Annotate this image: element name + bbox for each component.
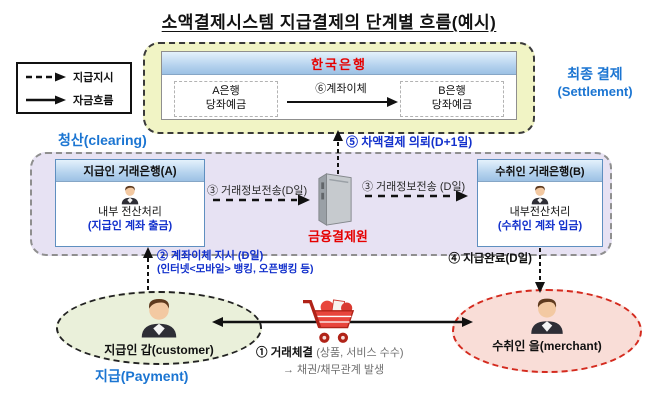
bank-a-deposit: 당좌예금	[205, 99, 247, 111]
settlement-en: (Settlement)	[557, 83, 633, 99]
person-icon	[121, 185, 139, 205]
person-icon	[531, 298, 563, 334]
payee-bank-process: 내부전산처리	[509, 206, 571, 218]
legend-solid-label: 자금흐름	[73, 94, 114, 107]
payment-stage-label: 지급(Payment)	[95, 368, 189, 384]
step6-account-transfer-label: ⑥계좌이체	[315, 83, 367, 95]
step4-payment-complete-label: ④ 지급완료(D일)	[448, 253, 532, 265]
bank-b-deposit: 당좌예금	[431, 99, 473, 111]
step3-right-label: ③ 거래정보전송 (D일)	[362, 181, 466, 193]
payer-bank-note: (지급인 계좌 출금)	[87, 219, 173, 232]
payee-bank-note: (수취인 계좌 입금)	[497, 219, 583, 232]
payer-bank-box: 지급인 거래은행(A) 내부 전산처리 (지급인 계좌 출금)	[55, 159, 205, 247]
payee-bank-box: 수취인 거래은행(B) 내부전산처리 (수취인 계좌 입금)	[477, 159, 603, 247]
payer-bank-header: 지급인 거래은행(A)	[56, 160, 204, 182]
bank-of-korea-inner: 한국은행 A은행 당좌예금 B은행 당좌예금 ⑥계좌이체	[161, 51, 517, 120]
bank-of-korea-title: 한국은행	[162, 52, 516, 75]
step1-deal-label: ① 거래체결	[256, 347, 314, 359]
step5-net-settlement-label: ⑤ 차액결제 의뢰(D+1일)	[346, 135, 473, 149]
legend-row-fund-flow: 자금흐름	[26, 92, 122, 108]
settlement-ko: 최종 결제	[567, 66, 623, 82]
clearing-stage-label: 청산(clearing)	[58, 132, 147, 148]
shopping-cart-icon	[303, 299, 355, 343]
legend-row-payment-instruction: 지급지시	[26, 69, 122, 85]
solid-arrow-icon	[26, 95, 66, 104]
merchant-label: 수취인 을(merchant)	[492, 339, 602, 353]
payer-bank-body: 내부 전산처리 (지급인 계좌 출금)	[56, 182, 204, 234]
bank-b-deposit-box: B은행 당좌예금	[400, 81, 504, 117]
merchant-ellipse: 수취인 을(merchant)	[452, 289, 642, 373]
bank-a-deposit-box: A은행 당좌예금	[174, 81, 278, 117]
payer-bank-process: 내부 전산처리	[98, 206, 162, 218]
settlement-stage-label: 최종 결제 (Settlement)	[536, 66, 654, 100]
clearing-house-label: 금융결제원	[308, 229, 368, 244]
bank-of-korea-box: 한국은행 A은행 당좌예금 B은행 당좌예금 ⑥계좌이체	[143, 42, 535, 134]
step3-left-label: ③ 거래정보전송(D일)	[207, 185, 308, 197]
person-icon	[141, 299, 177, 338]
step1-deal-line: ① 거래체결 (상품, 서비스 수수)	[256, 344, 404, 360]
legend-box: 지급지시 자금흐름	[16, 62, 132, 114]
bank-a-name: A은행	[212, 85, 240, 98]
server-icon	[318, 172, 352, 226]
bank-b-name: B은행	[438, 85, 466, 98]
dashed-arrow-icon	[26, 72, 66, 81]
step2-line2: (인터넷<모바일> 뱅킹, 오픈뱅킹 등)	[157, 263, 314, 276]
payee-bank-body: 내부전산처리 (수취인 계좌 입금)	[478, 182, 602, 234]
step1-deal-note: (상품, 서비스 수수)	[316, 347, 404, 359]
step1-deal-result: → 채권/채무관계 발생	[283, 364, 385, 376]
diagram-title: 소액결제시스템 지급결제의 단계별 흐름(예시)	[161, 13, 497, 32]
step2-transfer-instruction-label: ② 계좌이체 지시 (D일) (인터넷<모바일> 뱅킹, 오픈뱅킹 등)	[157, 249, 314, 277]
payee-bank-header: 수취인 거래은행(B)	[478, 160, 602, 182]
customer-ellipse: 지급인 갑(customer)	[56, 291, 262, 365]
legend-dashed-label: 지급지시	[73, 71, 114, 84]
step2-line1: ② 계좌이체 지시 (D일)	[157, 250, 264, 262]
customer-label: 지급인 갑(customer)	[104, 343, 214, 357]
person-icon	[531, 185, 549, 205]
